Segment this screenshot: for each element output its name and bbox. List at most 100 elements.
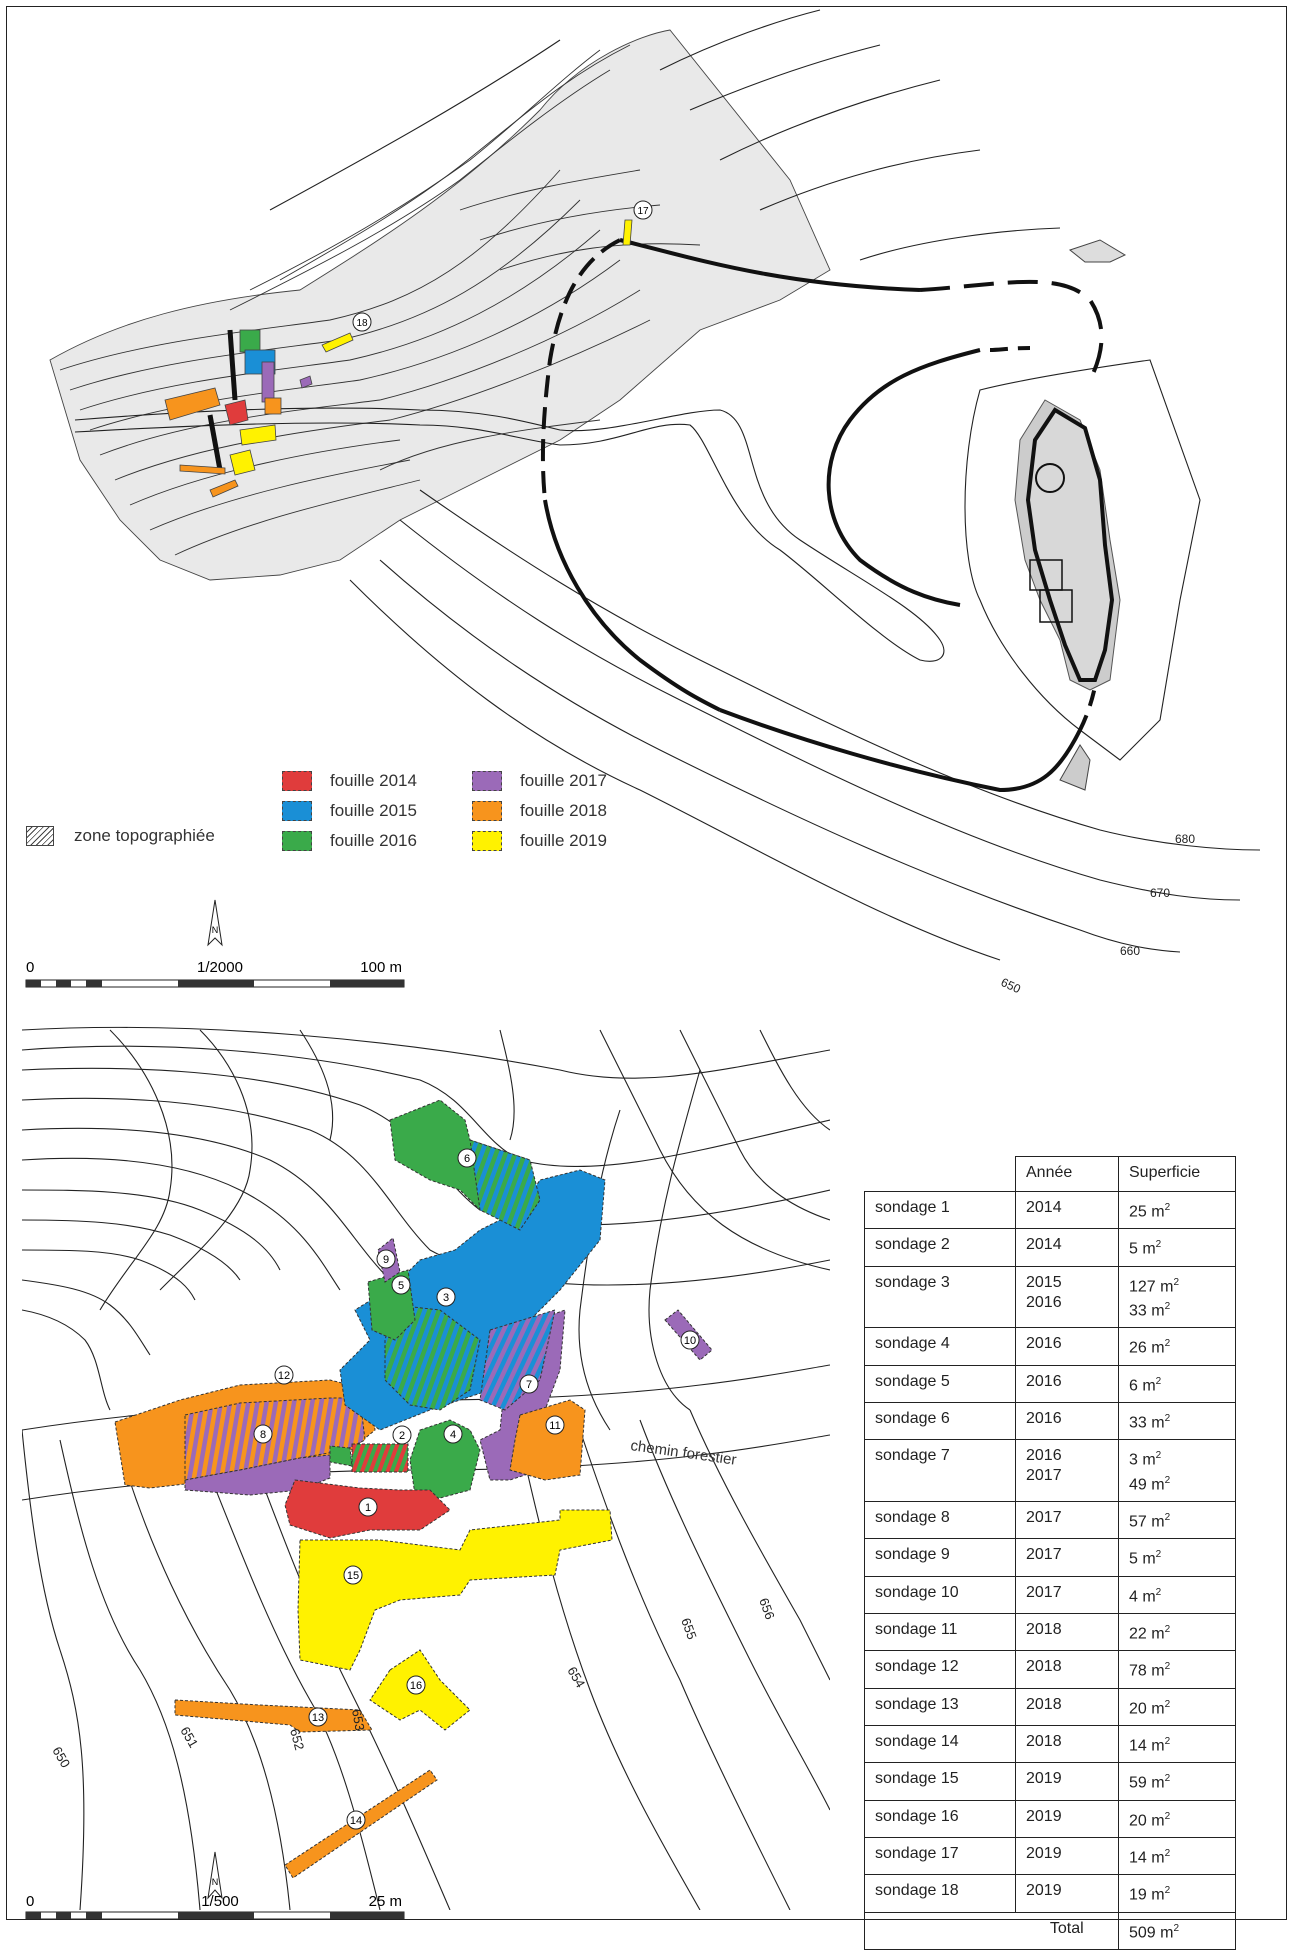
svg-text:656: 656 <box>756 1596 778 1622</box>
marker-18: 18 <box>352 312 372 332</box>
area-value: 5 m2 <box>1129 1549 1162 1568</box>
svg-text:0: 0 <box>26 1893 34 1910</box>
year-value: 2017 <box>1026 1467 1062 1485</box>
area-value: 26 m2 <box>1129 1338 1171 1357</box>
table-cell-sondage: sondage 14 <box>864 1724 1016 1764</box>
figure-frame <box>6 6 1287 1920</box>
marker-2: 2 <box>392 1425 412 1445</box>
svg-text:1: 1 <box>365 1502 371 1514</box>
table-cell-superficie: 26 m2 <box>1118 1327 1236 1366</box>
marker-15: 15 <box>343 1565 363 1585</box>
svg-text:25 m: 25 m <box>369 1893 402 1910</box>
area-value: 6 m2 <box>1129 1375 1162 1394</box>
area-value: 127 m2 <box>1129 1276 1180 1295</box>
area-value: 5 m2 <box>1129 1239 1162 1258</box>
year-value: 2019 <box>1026 1807 1062 1825</box>
svg-text:653: 653 <box>349 1708 368 1732</box>
contour-labels-detail: 650 651 652 653 654 655 656 <box>49 1596 777 1770</box>
table-cell-sondage: sondage 17 <box>864 1836 1016 1876</box>
area-value: 57 m2 <box>1129 1511 1171 1531</box>
contour-label: 670 <box>1150 886 1170 900</box>
svg-text:15: 15 <box>347 1570 359 1582</box>
svg-text:650: 650 <box>49 1744 73 1770</box>
table-cell-annee: 2018 <box>1015 1724 1119 1764</box>
table-cell-sondage: sondage 3 <box>864 1265 1016 1329</box>
year-value: 2016 <box>1026 1447 1062 1465</box>
legend-swatch <box>472 801 502 821</box>
sondage-3-stripe <box>384 1304 481 1411</box>
table-cell-annee: 2014 <box>1015 1228 1119 1267</box>
sondage-2 <box>351 1443 409 1473</box>
area-value: 3 m2 <box>1129 1450 1162 1469</box>
castle-ruin <box>1014 239 1127 791</box>
marker-6: 6 <box>457 1148 477 1168</box>
year-value: 2017 <box>1026 1583 1062 1601</box>
year-value: 2017 <box>1026 1508 1062 1526</box>
sondage-11 <box>509 1399 586 1481</box>
table-cell-annee: 2014 <box>1015 1190 1119 1230</box>
table-cell-superficie: 6 m2 <box>1118 1364 1236 1403</box>
svg-text:11: 11 <box>549 1420 560 1432</box>
area-value: 14 m2 <box>1129 1847 1171 1867</box>
table-cell-superficie: 57 m2 <box>1118 1500 1236 1540</box>
road <box>74 407 945 662</box>
marker-5: 5 <box>391 1275 411 1295</box>
legend-item-2015: fouille 2015 <box>282 801 417 821</box>
svg-text:1/2000: 1/2000 <box>197 959 243 976</box>
table-cell-sondage: sondage 11 <box>864 1612 1016 1652</box>
legend-swatch <box>472 771 502 791</box>
table-header-superficie: Superficie <box>1118 1156 1236 1192</box>
table-cell-sondage: sondage 9 <box>864 1538 1016 1577</box>
legend-item-2016: fouille 2016 <box>282 831 417 851</box>
table-cell-superficie: 22 m2 <box>1118 1612 1236 1652</box>
marker-9: 9 <box>376 1249 396 1269</box>
sondage-2-side <box>329 1445 353 1467</box>
marker-17: 17 <box>633 200 653 220</box>
table-cell-sondage: sondage 6 <box>864 1401 1016 1441</box>
marker-4: 4 <box>443 1424 463 1444</box>
scale-bar-bottom: 0 1/500 25 m <box>25 1893 405 1920</box>
table-cell-sondage: sondage 12 <box>864 1650 1016 1689</box>
area-value: 14 m2 <box>1129 1735 1171 1755</box>
hatch-swatch <box>26 826 54 846</box>
table-cell-annee: 2017 <box>1015 1500 1119 1540</box>
svg-text:8: 8 <box>260 1429 266 1441</box>
marker-13: 13 <box>308 1707 328 1727</box>
table-cell-annee: 2019 <box>1015 1874 1119 1913</box>
table-cell-annee: 2019 <box>1015 1836 1119 1876</box>
svg-text:655: 655 <box>678 1616 700 1642</box>
table-cell-sondage: sondage 4 <box>864 1327 1016 1366</box>
table-cell-sondage: sondage 13 <box>864 1687 1016 1726</box>
table-total-value: 509 m2 <box>1118 1911 1236 1950</box>
table-cell-annee: 2018 <box>1015 1650 1119 1689</box>
marker-3: 3 <box>436 1287 456 1307</box>
area-value: 33 m2 <box>1129 1412 1171 1432</box>
legend-item-2017: fouille 2017 <box>472 771 607 791</box>
svg-text:652: 652 <box>287 1727 307 1752</box>
svg-text:7: 7 <box>526 1379 532 1391</box>
table-cell-superficie: 14 m2 <box>1118 1836 1236 1876</box>
table-total-empty <box>864 1911 1016 1950</box>
svg-text:10: 10 <box>684 1335 696 1347</box>
svg-text:5: 5 <box>398 1280 404 1292</box>
table-header-row: Année Superficie <box>864 1156 1236 1192</box>
marker-14: 14 <box>346 1810 366 1830</box>
area-value: 19 m2 <box>1129 1885 1171 1904</box>
legend-item-2019: fouille 2019 <box>472 831 607 851</box>
svg-text:654: 654 <box>564 1664 588 1690</box>
site-plan-map: 17 18 680 670 660 650 N 0 1/2000 100 m <box>25 9 1261 996</box>
table-cell-annee: 2016 <box>1015 1364 1119 1403</box>
table-cell-sondage: sondage 18 <box>864 1874 1016 1913</box>
